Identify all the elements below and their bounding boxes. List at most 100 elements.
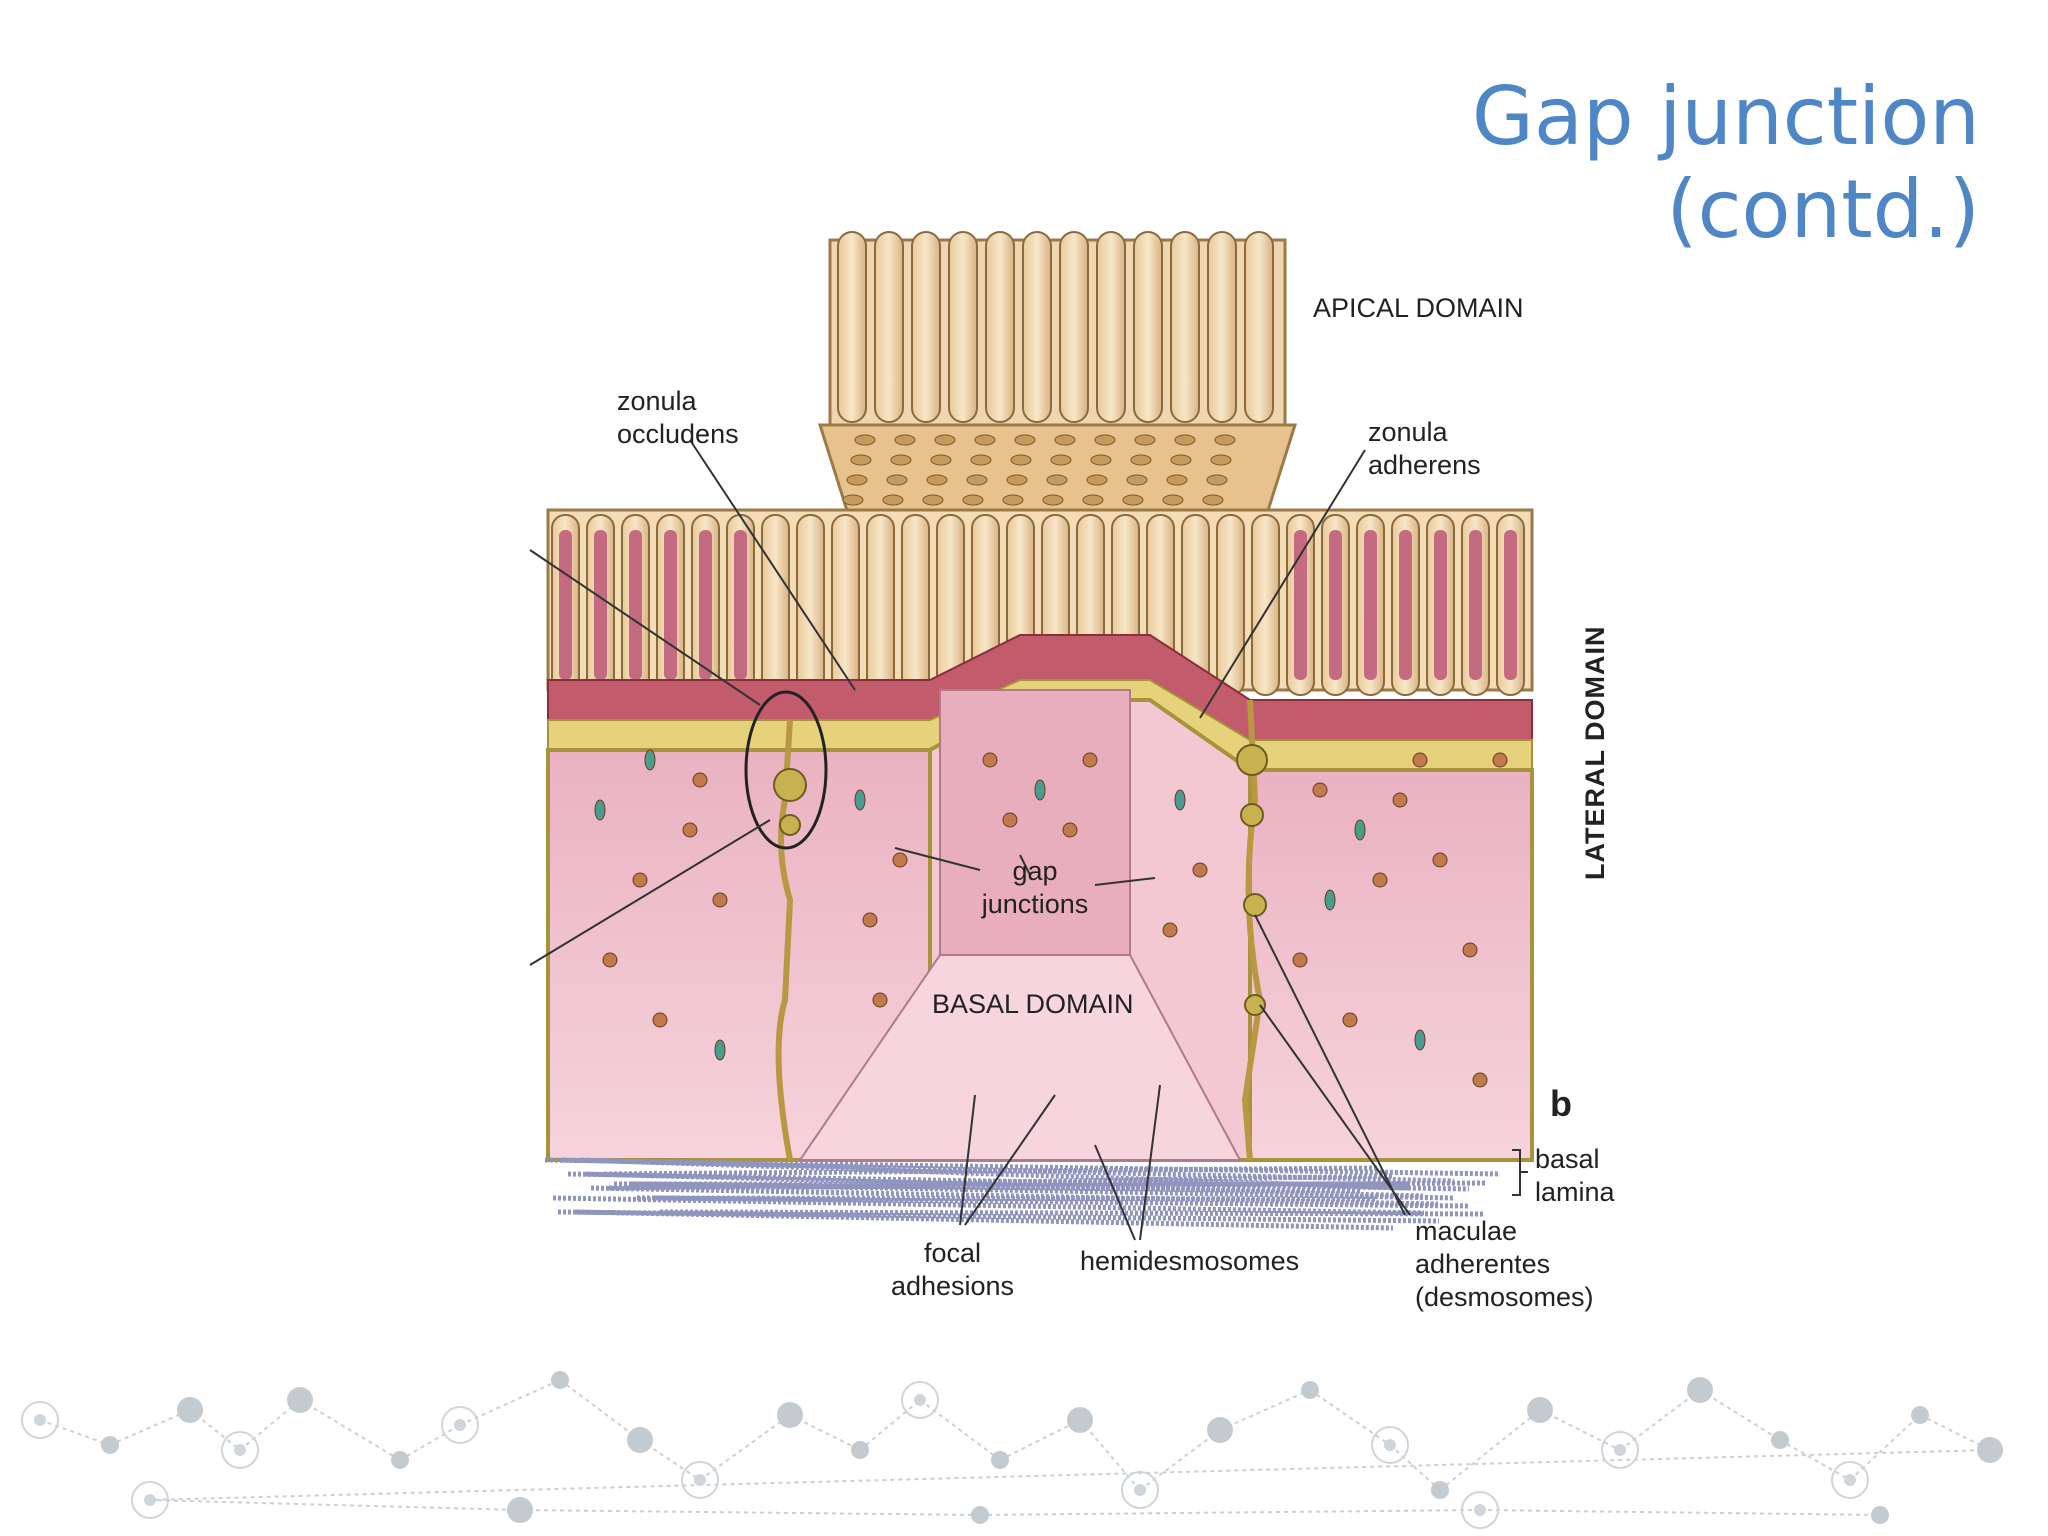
network-node	[287, 1387, 313, 1413]
villus-base	[922, 494, 944, 506]
network-edge	[1919, 1414, 1991, 1451]
network-node	[234, 1444, 246, 1456]
desmosome-particle	[872, 992, 888, 1008]
network-edge	[1479, 1509, 1881, 1516]
network-edge	[109, 1409, 191, 1446]
network-node	[1384, 1439, 1396, 1451]
maculae-adherentes-label: maculae adherentes (desmosomes)	[1415, 1216, 1594, 1312]
villus-base	[890, 454, 912, 466]
villus-base	[882, 494, 904, 506]
villus-base	[1170, 454, 1192, 466]
microvillus-core	[629, 530, 642, 680]
lateral-domain-label: LATERAL DOMAIN	[1580, 625, 1610, 880]
network-node	[1871, 1506, 1889, 1524]
lamina-fiber	[654, 1195, 1471, 1209]
network-node	[1067, 1407, 1093, 1433]
desmosome-particle	[982, 752, 998, 768]
microvillus	[948, 231, 978, 423]
network-node	[777, 1402, 803, 1428]
villus-base	[1174, 434, 1196, 446]
network-edge	[699, 1414, 791, 1481]
zonula-adherens-label: zonula adherens	[1368, 417, 1481, 480]
microvillus-core	[734, 530, 747, 680]
microvillus	[874, 231, 904, 423]
microvillus	[985, 231, 1015, 423]
villus-base	[894, 434, 916, 446]
villus-base	[1010, 454, 1032, 466]
network-edge	[1139, 1429, 1221, 1491]
gap-junction-particle	[594, 799, 606, 821]
villus-base	[1126, 474, 1148, 486]
villus-base	[854, 434, 876, 446]
leader-lines	[529, 439, 1528, 1241]
desmosome-particle	[712, 892, 728, 908]
desmosome-particle	[652, 1012, 668, 1028]
desmosome-particle	[1162, 922, 1178, 938]
network-node	[1527, 1397, 1553, 1423]
lamina-fiber	[659, 1209, 1486, 1217]
network-node	[391, 1451, 409, 1469]
villus-base	[1162, 494, 1184, 506]
network-node	[1301, 1381, 1319, 1399]
desmosome-particle	[1372, 872, 1388, 888]
microvillus	[911, 231, 941, 423]
gap-junction-particle	[1324, 889, 1336, 911]
microvillus	[1207, 231, 1237, 423]
network-edge	[519, 1509, 981, 1516]
gap-junction-particle	[1414, 1029, 1426, 1051]
network-edge	[239, 1399, 301, 1451]
epithelial-block	[544, 508, 1534, 1231]
network-node	[991, 1451, 1009, 1469]
network-node	[1474, 1504, 1486, 1516]
network-ring	[131, 1481, 169, 1519]
microvillus-core	[699, 530, 712, 680]
villus-base	[1206, 474, 1228, 486]
network-ring	[901, 1381, 939, 1419]
villus-base	[1086, 474, 1108, 486]
desmosome-particle	[1292, 952, 1308, 968]
desmosome-particle	[1472, 1072, 1488, 1088]
villus-base	[1002, 494, 1024, 506]
villus-base	[1014, 434, 1036, 446]
microvillus	[1251, 514, 1280, 696]
apical-block	[817, 231, 1298, 522]
villus-base	[1202, 494, 1224, 506]
network-edge	[149, 1449, 1991, 1501]
microvillus	[1244, 231, 1274, 423]
hemidesmosomes-label: hemidesmosomes	[1080, 1246, 1300, 1276]
network-ring	[1831, 1461, 1869, 1499]
desmosome-particle	[1082, 752, 1098, 768]
network-node	[101, 1436, 119, 1454]
network-node	[1614, 1444, 1626, 1456]
microvillus	[1022, 231, 1052, 423]
network-edge	[979, 1509, 1481, 1516]
microvillus	[837, 231, 867, 423]
lamina-fiber	[557, 1209, 1440, 1224]
microvillus	[1096, 231, 1126, 423]
network-ring	[1461, 1491, 1499, 1529]
network-ring	[221, 1431, 259, 1469]
desmosome-particle	[1342, 1012, 1358, 1028]
lamina-fiber	[552, 1195, 1425, 1216]
network-edge	[149, 1499, 521, 1511]
focal-adhesions-label: focal adhesions	[890, 1238, 1015, 1301]
villus-base	[1090, 454, 1112, 466]
desmosome-particle	[682, 822, 698, 838]
villus-base	[974, 434, 996, 446]
desmosome-particle	[1192, 862, 1208, 878]
network-edge	[1849, 1414, 1921, 1481]
network-node	[1771, 1431, 1789, 1449]
microvillus-core	[1329, 530, 1342, 680]
villus-base	[1082, 494, 1104, 506]
microvillus	[831, 514, 860, 696]
lamina-fiber	[575, 1209, 1394, 1231]
network-node	[1687, 1377, 1713, 1403]
network-edge	[459, 1379, 561, 1426]
microvillus-core	[1504, 530, 1517, 680]
network-node	[34, 1414, 46, 1426]
villus-base	[1130, 454, 1152, 466]
microvillus-core	[1399, 530, 1412, 680]
villus-base	[962, 494, 984, 506]
desmosome-particle	[862, 912, 878, 928]
network-ring	[1601, 1431, 1639, 1469]
